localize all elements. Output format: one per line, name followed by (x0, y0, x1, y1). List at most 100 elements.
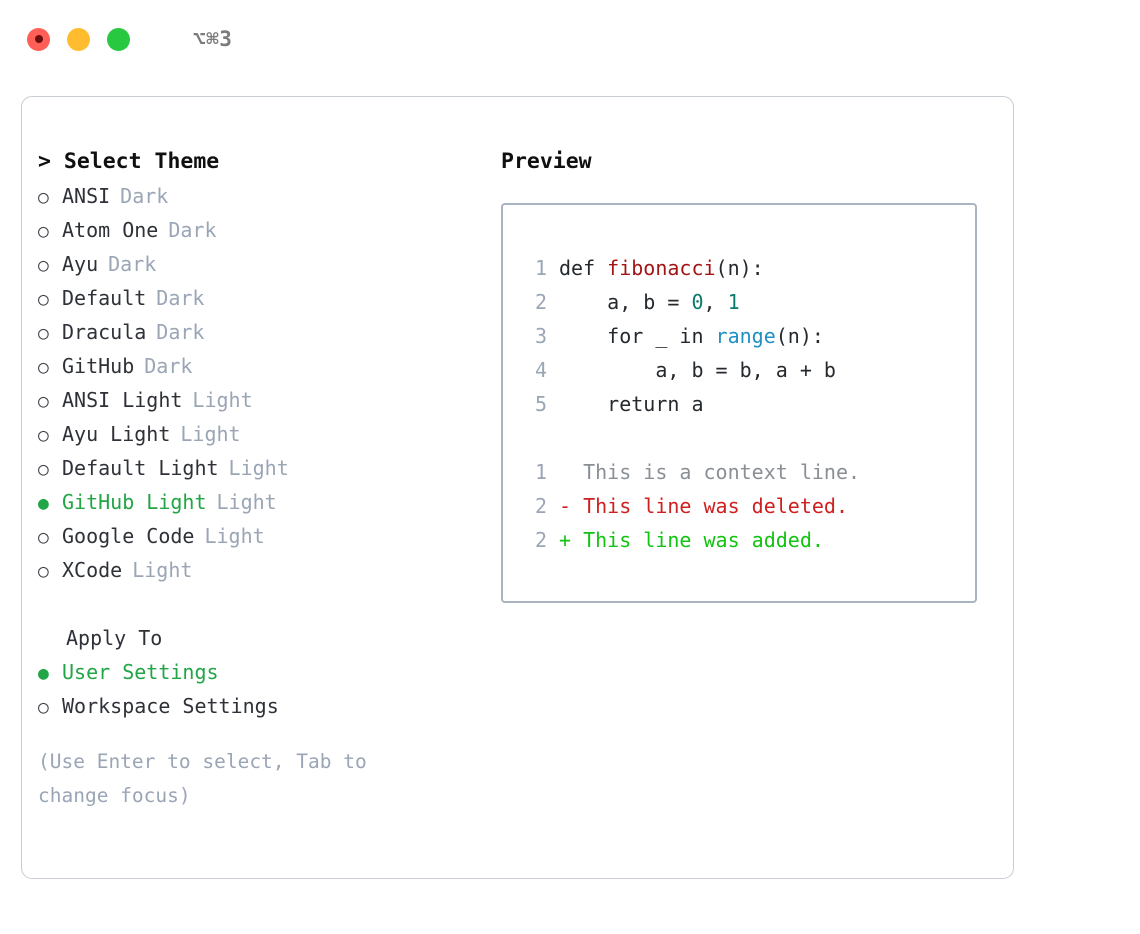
theme-item-label: Atom One (62, 218, 159, 242)
theme-item-label: GitHub (62, 354, 135, 378)
line-number: 4 (534, 358, 547, 382)
code-token: 1 (727, 290, 740, 314)
code-line: 2 a, b = 0, 1 (521, 285, 975, 319)
theme-item-label: ANSI (62, 184, 111, 208)
diff-line: 1 This is a context line. (521, 455, 975, 489)
window-controls (27, 27, 130, 51)
radio-unselected-icon: ○ (38, 561, 49, 582)
code-line: 4 a, b = b, a + b (521, 353, 975, 387)
code-token: range (715, 324, 776, 348)
code-token: (n): (715, 256, 764, 280)
code-token: for _ in (559, 324, 716, 348)
line-number: 5 (534, 392, 547, 416)
radio-unselected-icon: ○ (38, 527, 49, 548)
zoom-button[interactable] (107, 27, 130, 51)
diff-line: 2 - This line was deleted. (521, 489, 975, 523)
radio-unselected-icon: ○ (38, 323, 49, 344)
line-number: 2 (534, 494, 547, 518)
theme-item-variant-tag: Light (180, 422, 241, 446)
theme-item-label: Ayu (62, 252, 99, 276)
close-button[interactable] (27, 27, 50, 51)
theme-item-github-light[interactable]: ● GitHub Light Light (38, 485, 478, 519)
apply-to-item-user-settings[interactable]: ●User Settings (38, 655, 478, 689)
title-bar: ⌥⌘3 (0, 0, 1140, 78)
theme-item-label: Google Code (62, 524, 195, 548)
code-token: a, b = b, a + b (559, 358, 836, 382)
theme-item-variant-tag: Light (216, 490, 277, 514)
radio-unselected-icon: ○ (38, 289, 49, 310)
theme-item-variant-tag: Dark (120, 184, 169, 208)
radio-unselected-icon: ○ (38, 425, 49, 446)
apply-to-item-label: Workspace Settings (62, 694, 279, 718)
preview-header: Preview (501, 149, 592, 174)
theme-item-label: GitHub Light (62, 490, 207, 514)
spacer (38, 587, 478, 621)
theme-item-variant-tag: Dark (168, 218, 217, 242)
apply-to-list[interactable]: ●User Settings ○ Workspace Settings (38, 655, 478, 723)
radio-unselected-icon: ○ (38, 187, 49, 208)
diff-line-content: + This line was added. (559, 528, 824, 552)
theme-item-label: ANSI Light (62, 388, 183, 412)
radio-unselected-icon: ○ (38, 391, 49, 412)
code-token: (n): (775, 324, 824, 348)
code-token: , (703, 290, 728, 314)
keyboard-shortcut-label: ⌥⌘3 (193, 27, 233, 51)
theme-item-ayu-light[interactable]: ○ Ayu Light Light (38, 417, 478, 451)
radio-unselected-icon: ○ (38, 221, 49, 242)
theme-item-ayu[interactable]: ○ Ayu Dark (38, 247, 478, 281)
theme-item-label: Dracula (62, 320, 147, 344)
theme-list-header: > Select Theme (38, 149, 220, 174)
theme-item-label: Default Light (62, 456, 219, 480)
theme-item-variant-tag: Light (228, 456, 289, 480)
code-token: a, b = (559, 290, 692, 314)
radio-unselected-icon: ○ (38, 459, 49, 480)
radio-selected-icon: ● (38, 493, 49, 514)
diff-sample: 1 This is a context line. 2 - This line wa… (521, 455, 975, 557)
code-line: 3 for _ in range(n): (521, 319, 975, 353)
diff-line-content: - This line was deleted. (559, 494, 848, 518)
line-number: 3 (534, 324, 547, 348)
radio-unselected-icon: ○ (38, 255, 49, 276)
line-number: 1 (534, 460, 547, 484)
theme-item-dracula[interactable]: ○ Dracula Dark (38, 315, 478, 349)
code-line-content: def fibonacci(n): (559, 251, 764, 285)
theme-item-label: XCode (62, 558, 123, 582)
theme-item-variant-tag: Dark (144, 354, 193, 378)
theme-item-ansi-light[interactable]: ○ ANSI Light Light (38, 383, 478, 417)
apply-to-item-label: User Settings (62, 660, 219, 684)
theme-item-variant-tag: Light (192, 388, 253, 412)
theme-item-variant-tag: Dark (156, 320, 205, 344)
theme-item-label: Ayu Light (62, 422, 171, 446)
theme-item-atom-one[interactable]: ○ Atom One Dark (38, 213, 478, 247)
radio-unselected-icon: ○ (38, 357, 49, 378)
theme-item-github[interactable]: ○ GitHub Dark (38, 349, 478, 383)
code-token: fibonacci (607, 256, 716, 280)
line-number: 2 (534, 290, 547, 314)
minimize-button[interactable] (67, 27, 90, 51)
theme-item-variant-tag: Dark (108, 252, 157, 276)
line-number: 2 (534, 528, 547, 552)
code-line-content: for _ in range(n): (559, 319, 824, 353)
code-line-content: a, b = 0, 1 (559, 285, 740, 319)
code-token: def (559, 256, 608, 280)
apply-to-item-workspace-settings[interactable]: ○ Workspace Settings (38, 689, 478, 723)
radio-unselected-icon: ○ (38, 697, 49, 718)
theme-item-ansi[interactable]: ○ ANSI Dark (38, 179, 478, 213)
diff-line-content: This is a context line. (559, 460, 861, 484)
theme-item-google-code[interactable]: ○ Google Code Light (38, 519, 478, 553)
theme-item-default-light[interactable]: ○ Default Light Light (38, 451, 478, 485)
code-line: 5 return a (521, 387, 975, 421)
apply-to-header: Apply To (66, 626, 163, 650)
theme-item-variant-tag: Dark (156, 286, 205, 310)
theme-item-variant-tag: Light (204, 524, 265, 548)
